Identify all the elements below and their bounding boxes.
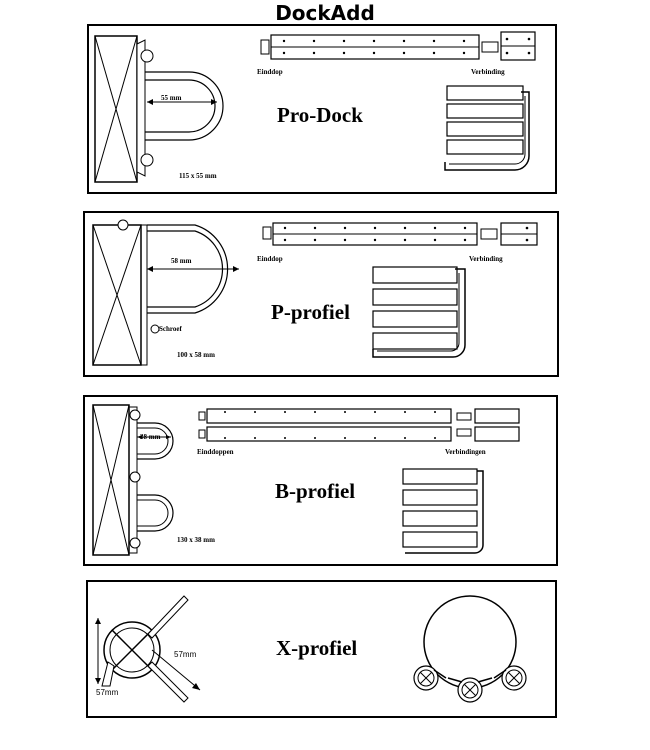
- panel-b-profiel: 38 mm 130 x 38 mm Einddoppen Verbindinge…: [83, 395, 558, 566]
- x-profiel-name: X-profiel: [276, 636, 358, 660]
- panel-pro-dock: 55 mm 115 x 55 mm Einddop Verbinding Pro…: [87, 24, 557, 194]
- pro-dock-deck-drawing: [444, 85, 530, 171]
- p-profiel-end-cap-label: Einddop: [257, 255, 283, 263]
- p-profiel-width-label: 58 mm: [171, 257, 192, 265]
- x-profiel-dim-label-1: 57mm: [174, 650, 197, 659]
- panel-p-profiel: 58 mm Schroef 100 x 58 mm Einddop Verbin…: [83, 211, 559, 377]
- x-profiel-pile-drawing: [413, 595, 527, 703]
- b-profiel-cross-section: [92, 404, 174, 556]
- b-profiel-deck-drawing: [402, 468, 484, 554]
- b-profiel-connector-label: Verbindingen: [445, 448, 486, 456]
- p-profiel-name: P-profiel: [271, 300, 350, 324]
- x-profiel-dim-label-2: 57mm: [96, 688, 119, 697]
- pro-dock-end-cap-label: Einddop: [257, 68, 283, 76]
- pro-dock-size-label: 115 x 55 mm: [179, 172, 217, 180]
- p-profiel-connector-label: Verbinding: [469, 255, 503, 263]
- x-profiel-cross-section: [95, 595, 201, 703]
- p-profiel-size-label: 100 x 58 mm: [177, 351, 215, 359]
- b-profiel-name: B-profiel: [275, 479, 356, 503]
- b-profiel-end-cap-label: Einddoppen: [197, 448, 234, 456]
- p-profiel-rail: [262, 222, 538, 246]
- p-profiel-cross-section: [92, 219, 239, 366]
- pro-dock-connector-label: Verbinding: [471, 68, 505, 76]
- pro-dock-rail: [260, 31, 536, 61]
- b-profiel-width-label: 38 mm: [140, 433, 161, 441]
- pro-dock-name: Pro-Dock: [277, 103, 363, 127]
- p-profiel-deck-drawing: [372, 266, 466, 358]
- panel-x-profiel: 57mm 57mm X-profiel: [86, 580, 557, 718]
- b-profiel-rails: [198, 408, 520, 442]
- pro-dock-cross-section: [94, 35, 224, 183]
- pro-dock-width-label: 55 mm: [161, 94, 182, 102]
- b-profiel-size-label: 130 x 38 mm: [177, 536, 215, 544]
- p-profiel-screw-label: Schroef: [159, 325, 182, 333]
- page-title: DockAdd: [275, 1, 375, 25]
